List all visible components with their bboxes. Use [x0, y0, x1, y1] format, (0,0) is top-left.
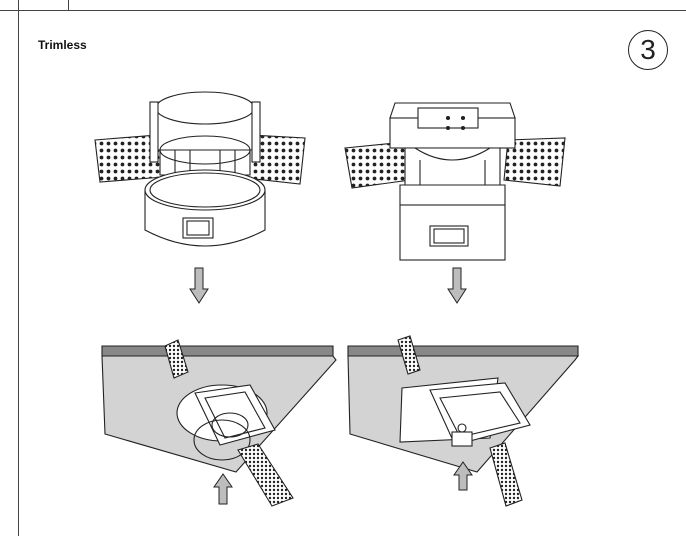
up-arrow-right: [453, 461, 473, 491]
square-housing-illustration: [344, 102, 566, 261]
section-title: Trimless: [38, 38, 87, 52]
round-installed-illustration: [101, 339, 337, 507]
down-arrow-left: [189, 267, 209, 304]
up-arrow-left: [213, 473, 233, 505]
page-frame-top-border: [0, 10, 686, 11]
right-perforated-wing: [503, 137, 566, 187]
step-number-badge: 3: [628, 30, 668, 70]
page-frame-left-border: [18, 0, 19, 536]
left-perforated-wing: [344, 141, 411, 189]
down-arrow-right: [447, 267, 467, 304]
square-installed-illustration: [347, 335, 580, 507]
round-housing-illustration: [94, 91, 306, 247]
page-frame-tick: [68, 0, 69, 11]
